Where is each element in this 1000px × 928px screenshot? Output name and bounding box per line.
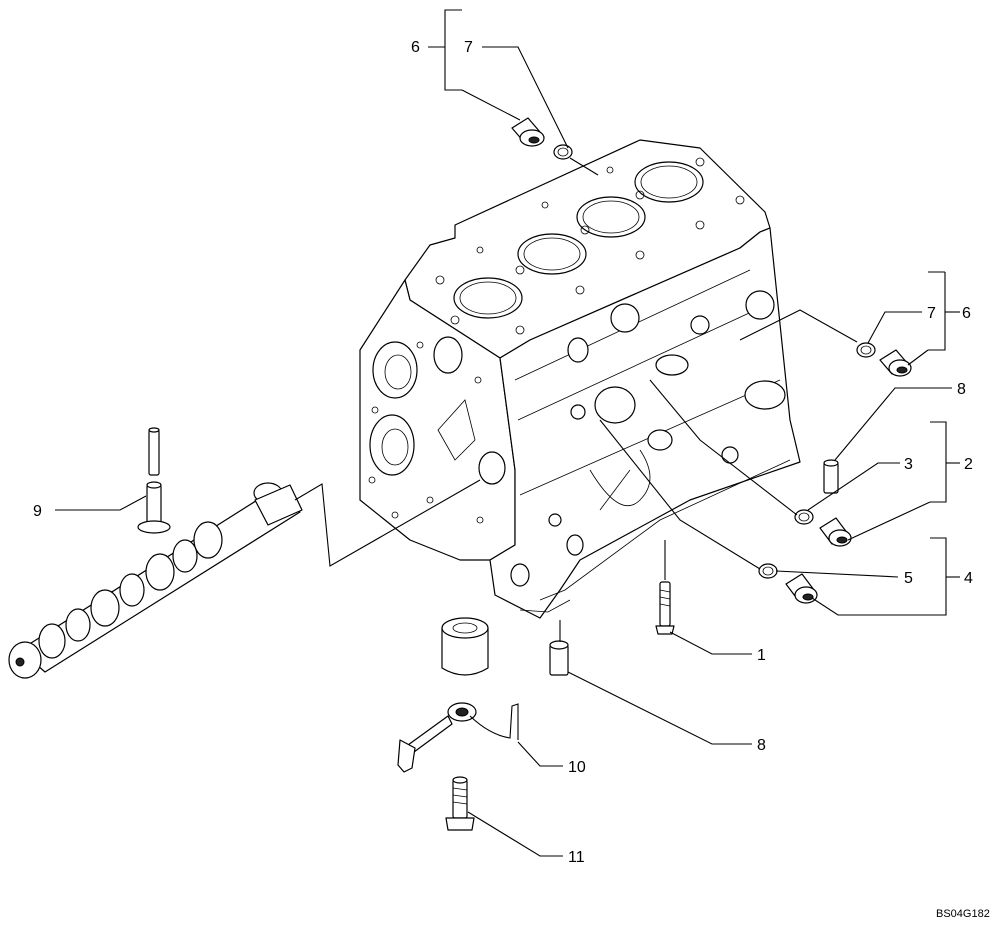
callout-8-bottom: 8 [757,737,766,754]
plug-right [879,349,912,377]
callout-6-top: 6 [411,39,420,56]
oil-jet-nozzle [397,702,519,773]
callout-10: 10 [568,759,586,776]
callout-2: 2 [964,456,973,473]
plug-2 [819,517,852,547]
callout-11: 11 [568,849,585,866]
o-ring-3 [794,509,814,525]
callout-3: 3 [904,456,913,473]
o-ring-5 [758,563,778,579]
tappet [137,427,171,534]
o-ring-top [553,144,573,160]
leader-lines [55,9,960,857]
callout-8-right: 8 [957,381,966,398]
bearing-bushing [441,617,489,676]
callout-7-right: 7 [927,305,936,322]
camshaft [8,482,303,679]
callout-6-right: 6 [962,305,971,322]
callout-5: 5 [904,570,913,587]
dowel-pin-bottom [549,640,569,676]
drawing-code: BS04G182 [936,908,990,920]
o-ring-right [856,342,876,358]
plug-4 [785,573,818,604]
callout-4: 4 [964,570,973,587]
callout-7-top: 7 [464,39,473,56]
dowel-pin-right [823,459,839,494]
bolt-1 [655,581,675,635]
bolt-11 [445,776,475,831]
engine-block [359,139,801,619]
plug-top [511,117,545,147]
callout-9: 9 [33,503,42,520]
callout-1: 1 [757,647,766,664]
